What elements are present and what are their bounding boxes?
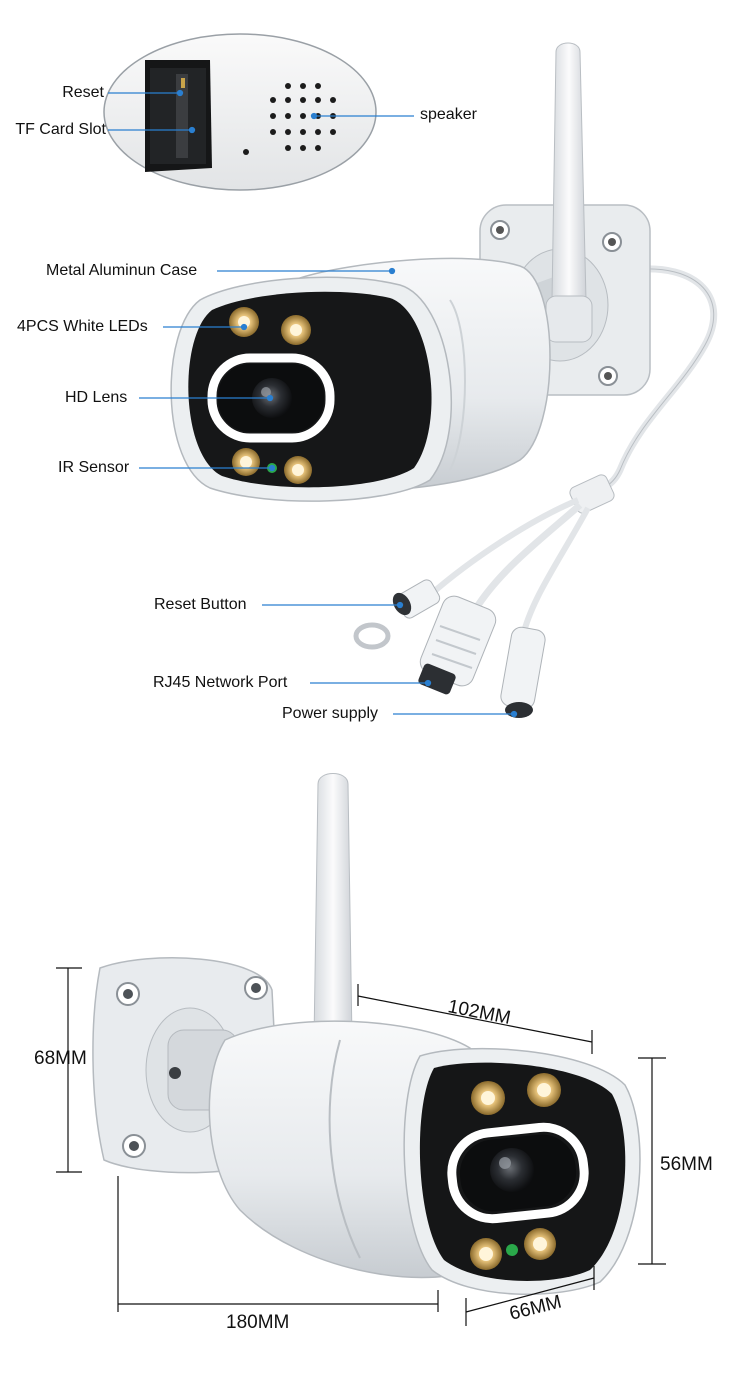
camera-face-bottom — [403, 1047, 641, 1296]
dimension-lines — [56, 967, 666, 1326]
dim-56mm: 56MM — [660, 1154, 713, 1175]
antenna-top — [545, 42, 593, 343]
dim-180mm: 180MM — [226, 1312, 290, 1333]
label-speaker: speaker — [420, 106, 477, 123]
label-rj45: RJ45 Network Port — [153, 674, 288, 691]
label-ir-sensor: IR Sensor — [58, 459, 130, 476]
label-reset-button: Reset Button — [154, 596, 247, 613]
leader-lines — [108, 89, 518, 718]
label-lens: HD Lens — [65, 389, 128, 406]
label-leds: 4PCS White LEDs — [17, 318, 148, 335]
antenna-bottom — [313, 773, 353, 1041]
speaker-grille — [243, 83, 336, 155]
camera-bottom — [56, 773, 666, 1326]
reset-button-connector — [353, 579, 441, 650]
rj45-connector — [418, 595, 497, 695]
dim-68mm: 68MM — [34, 1048, 87, 1069]
camera-top — [108, 42, 718, 718]
label-power-supply: Power supply — [282, 705, 379, 722]
label-reset: Reset — [62, 84, 104, 101]
inset-detail — [103, 33, 377, 191]
power-connector — [500, 626, 546, 718]
label-tf-card-slot: TF Card Slot — [15, 121, 106, 138]
label-case: Metal Aluminun Case — [46, 262, 198, 279]
camera-face-top — [170, 276, 453, 502]
